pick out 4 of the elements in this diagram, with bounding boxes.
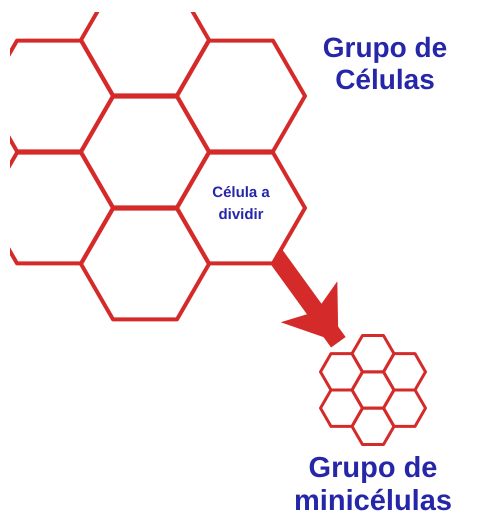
hexagon-cluster <box>319 334 427 446</box>
group-title: Grupo de minicélulas <box>293 452 453 519</box>
group-title: Grupo de Células <box>322 32 448 96</box>
cell-label: Célula a dividir <box>211 183 271 225</box>
